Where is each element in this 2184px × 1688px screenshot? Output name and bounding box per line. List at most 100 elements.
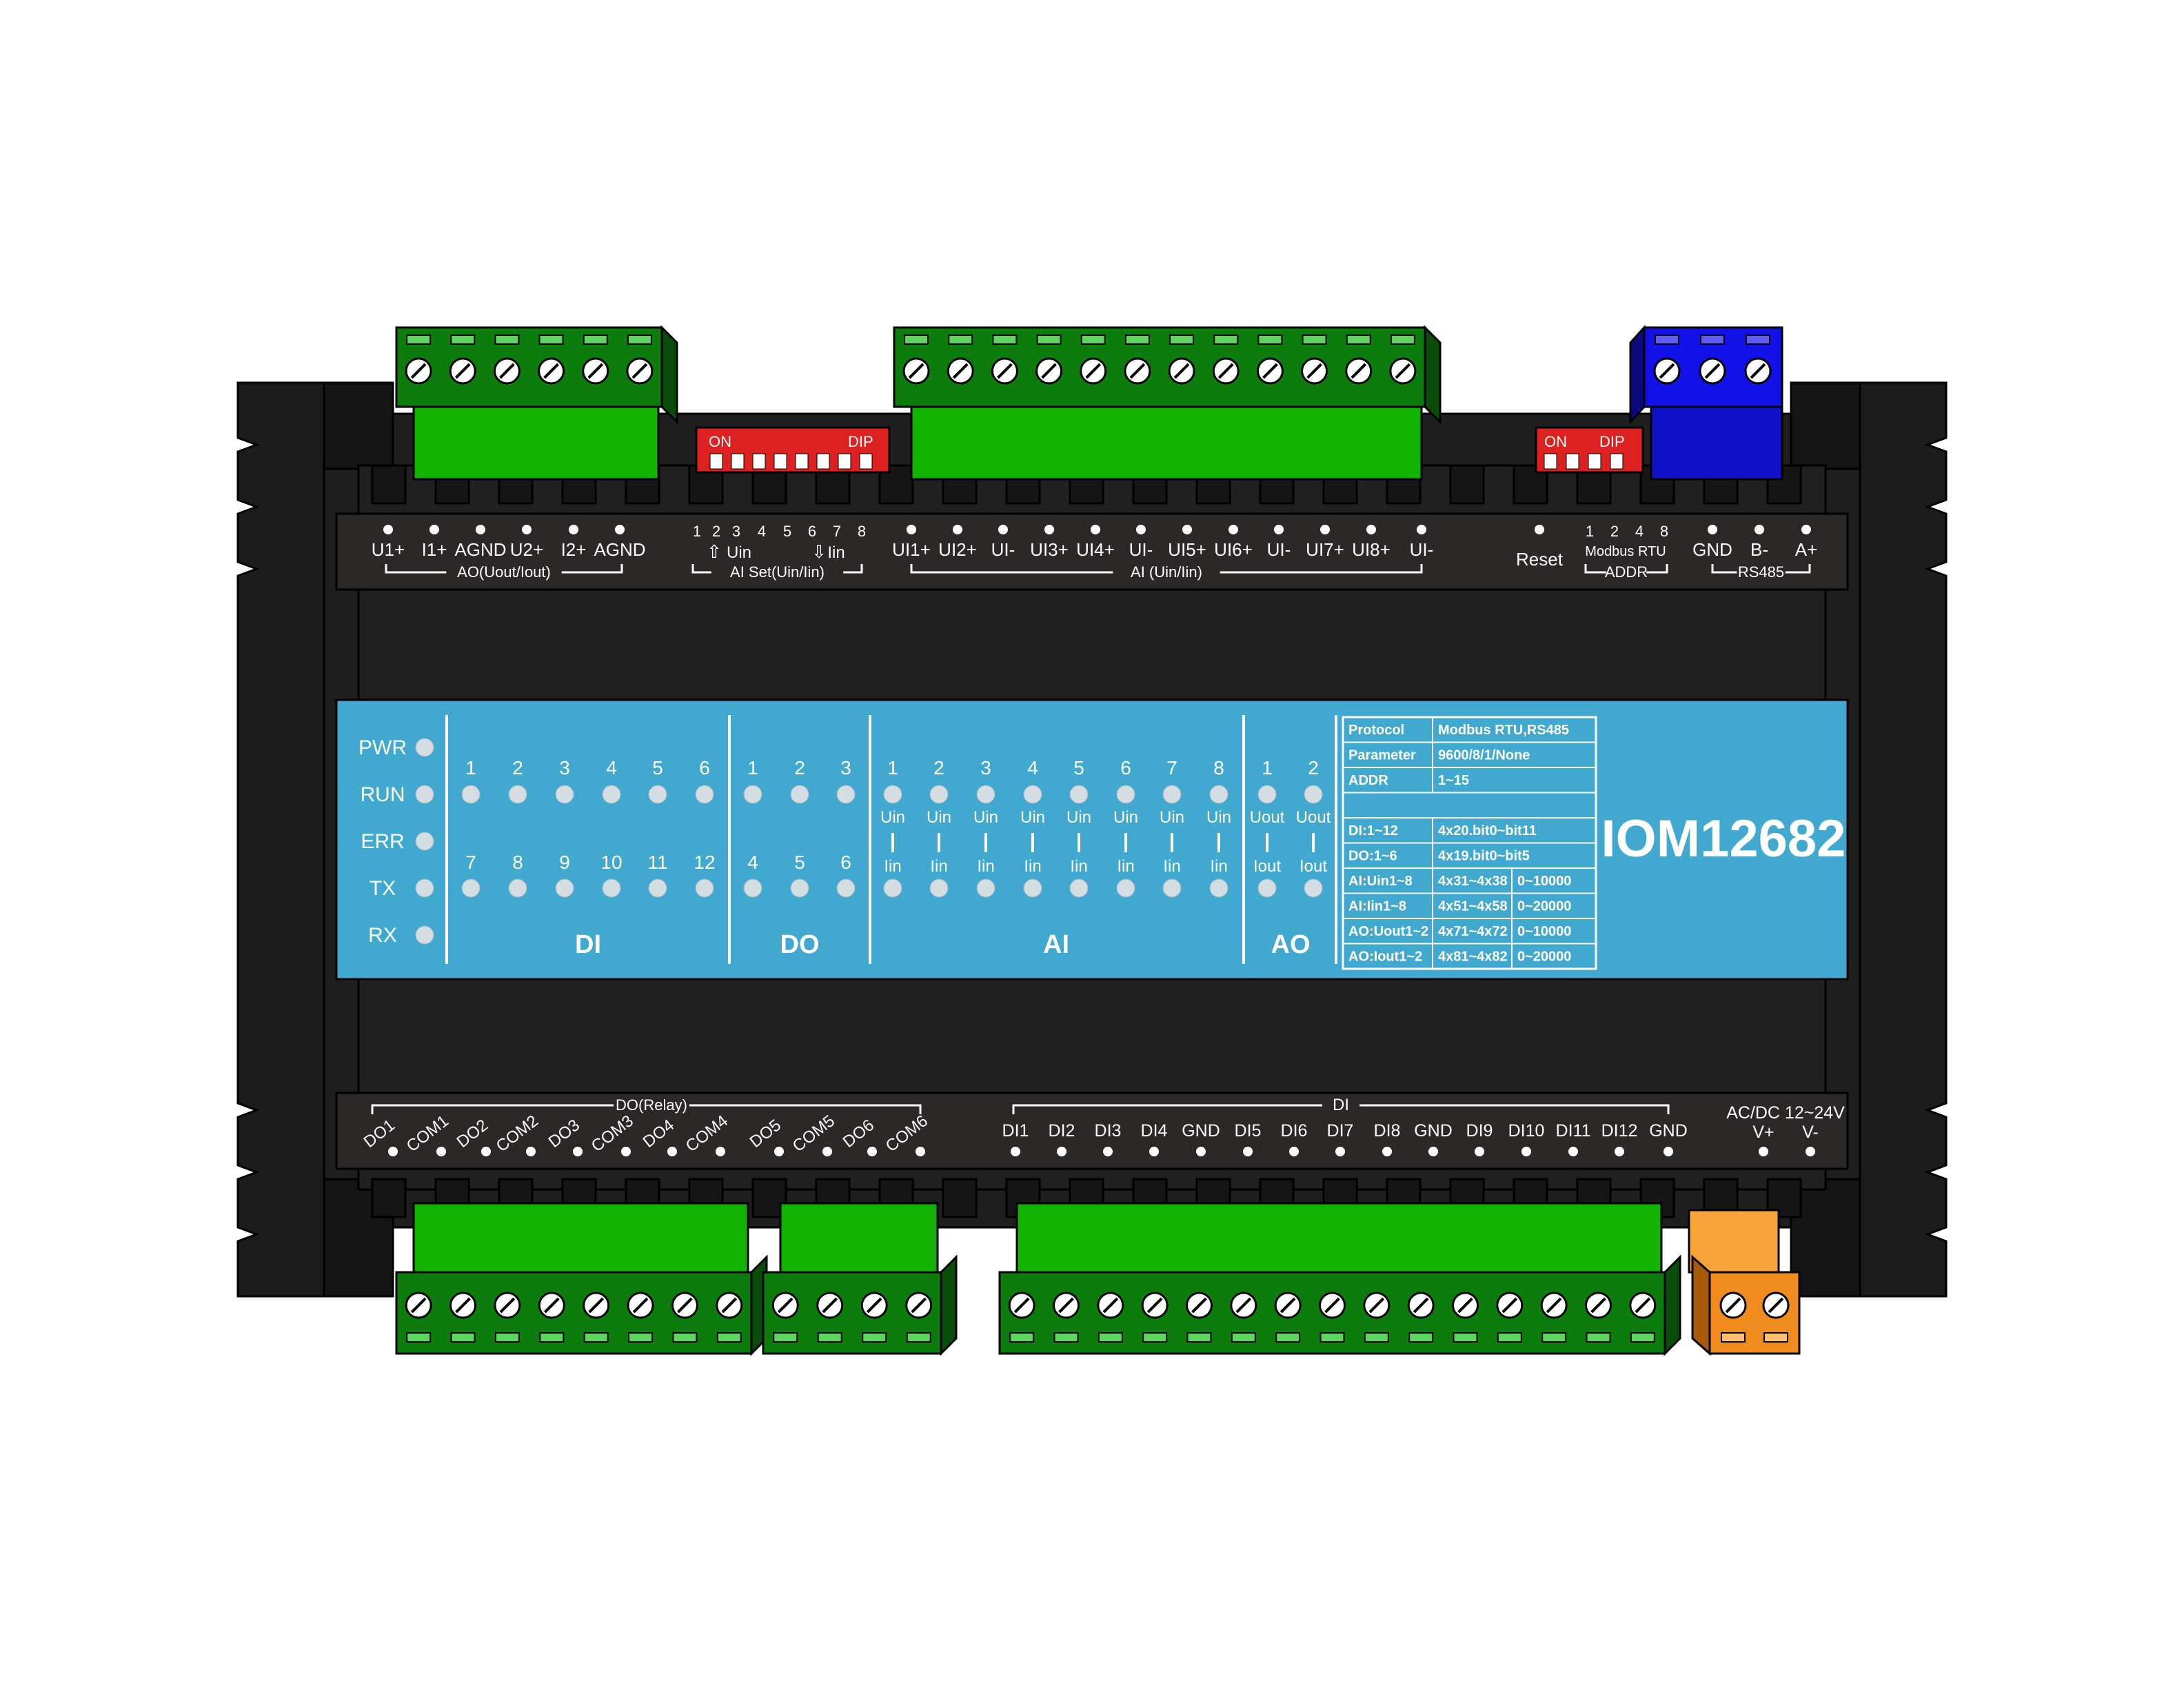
ao-iout-led — [1257, 878, 1277, 898]
wire-slot — [1541, 1332, 1567, 1343]
screw-slot — [1173, 363, 1190, 379]
pin-label: UI4+ — [1076, 539, 1115, 560]
housing-tooth — [942, 1178, 978, 1218]
screw-slot — [908, 363, 924, 379]
bracket-label-bg — [1606, 565, 1647, 579]
ai-iin-led — [1023, 878, 1042, 898]
dip-number: 4 — [1635, 523, 1644, 540]
channel-number: 3 — [980, 757, 991, 778]
dip-switch-lever[interactable] — [1588, 453, 1601, 470]
dip-switch-lever[interactable] — [859, 453, 873, 470]
wire-slot — [1142, 1332, 1168, 1343]
screw-slot — [952, 363, 969, 379]
wire-slot — [1009, 1332, 1035, 1343]
channel-number: 5 — [652, 757, 663, 778]
channel-number: 4 — [1027, 757, 1038, 778]
ai-upper-label: Uin — [1206, 808, 1231, 827]
dip-switch-lever[interactable] — [795, 453, 809, 470]
channel-number: 4 — [606, 757, 617, 778]
table-cell: 4x51~4x58 — [1438, 899, 1508, 914]
wire-slot — [1302, 334, 1327, 345]
ai-upper-label: Uin — [1160, 808, 1184, 827]
pin-label: UI- — [1267, 539, 1291, 560]
pin-marker — [383, 525, 393, 534]
terminal-side — [660, 325, 678, 425]
terminal-body — [779, 1202, 939, 1274]
screw-slot — [1635, 1297, 1651, 1314]
ao-upper-label: Uout — [1296, 808, 1331, 827]
pin-marker — [526, 1147, 536, 1156]
pin-marker — [1274, 525, 1284, 534]
pin-marker — [573, 1147, 583, 1156]
screw-slot — [1102, 1297, 1119, 1314]
table-cell: Parameter — [1348, 748, 1416, 763]
ao-iout-led — [1304, 878, 1323, 898]
pin-marker — [1044, 525, 1054, 534]
screw-slot — [866, 1297, 882, 1314]
dip-switch-addr[interactable]: ON DIP — [1535, 426, 1644, 474]
dip-switch-lever[interactable] — [838, 453, 851, 470]
wire-slot — [1080, 334, 1106, 345]
pin-label: U1+ — [372, 539, 405, 560]
dip-switch-ai-set[interactable]: ON DIP — [695, 426, 891, 474]
channel-number: 1 — [747, 757, 758, 778]
dip-switch-lever[interactable] — [731, 453, 745, 470]
dip-switch-lever[interactable] — [774, 453, 787, 470]
pin-marker — [1182, 525, 1192, 534]
wire-slot — [538, 334, 564, 345]
pin-marker — [1289, 1147, 1299, 1156]
group-label: AO(Uout/Iout) — [457, 563, 551, 581]
ao-lower-label: Iout — [1300, 857, 1327, 876]
table-cell: Modbus RTU,RS485 — [1438, 723, 1569, 738]
pin-marker — [953, 525, 962, 534]
pin-label: UI- — [991, 539, 1015, 560]
pin-marker — [1196, 1147, 1206, 1156]
wire-slot — [450, 1332, 476, 1343]
wire-slot — [716, 1332, 742, 1343]
pin-marker — [1057, 1147, 1066, 1156]
wire-slot — [1390, 334, 1415, 345]
pin-label: GND — [1182, 1121, 1220, 1141]
di-led — [695, 785, 714, 804]
pin-marker — [1535, 525, 1544, 534]
table-cell: 4x19.bit0~bit5 — [1438, 849, 1530, 864]
wire-slot — [1630, 1332, 1655, 1343]
wire-slot — [627, 334, 652, 345]
pin-label: DI12 — [1601, 1121, 1638, 1141]
di-led — [695, 878, 714, 898]
screw-slot — [1262, 363, 1278, 379]
ai-uin-led — [1023, 785, 1042, 804]
dip-switch-lever[interactable] — [1610, 453, 1624, 470]
channel-number: 6 — [840, 852, 851, 873]
screw-slot — [1280, 1297, 1296, 1314]
screw-slot — [1725, 1297, 1741, 1314]
pin-marker — [569, 525, 578, 534]
terminal-side — [1664, 1254, 1681, 1356]
dip-number: 3 — [732, 523, 740, 540]
pin-marker — [476, 525, 485, 534]
table-cell: Protocol — [1348, 723, 1404, 738]
down-arrow-icon: ⇩ — [811, 541, 827, 562]
dip-switch-lever[interactable] — [1566, 453, 1579, 470]
screw-slot — [1013, 1297, 1030, 1314]
ao-uout-led — [1257, 785, 1277, 804]
channel-number: 1 — [887, 757, 898, 778]
status-led-label: PWR — [358, 736, 407, 759]
terminal-plug — [395, 326, 663, 408]
dip-switch-lever[interactable] — [1544, 453, 1557, 470]
pin-marker — [1103, 1147, 1113, 1156]
pin-marker — [867, 1147, 877, 1156]
bracket-label-bg — [1113, 565, 1220, 579]
pin-label: AGND — [454, 539, 506, 560]
screw-slot — [822, 1297, 838, 1314]
dip-switch-lever[interactable] — [709, 453, 723, 470]
status-led-label: RUN — [361, 783, 405, 806]
dip-switch-lever[interactable] — [816, 453, 830, 470]
pin-marker — [1759, 1147, 1768, 1156]
dip-number: 6 — [808, 523, 816, 540]
housing-tooth — [371, 464, 407, 505]
wire-slot — [904, 334, 929, 345]
dip-number: 2 — [1610, 523, 1619, 540]
dip-switch-lever[interactable] — [752, 453, 766, 470]
